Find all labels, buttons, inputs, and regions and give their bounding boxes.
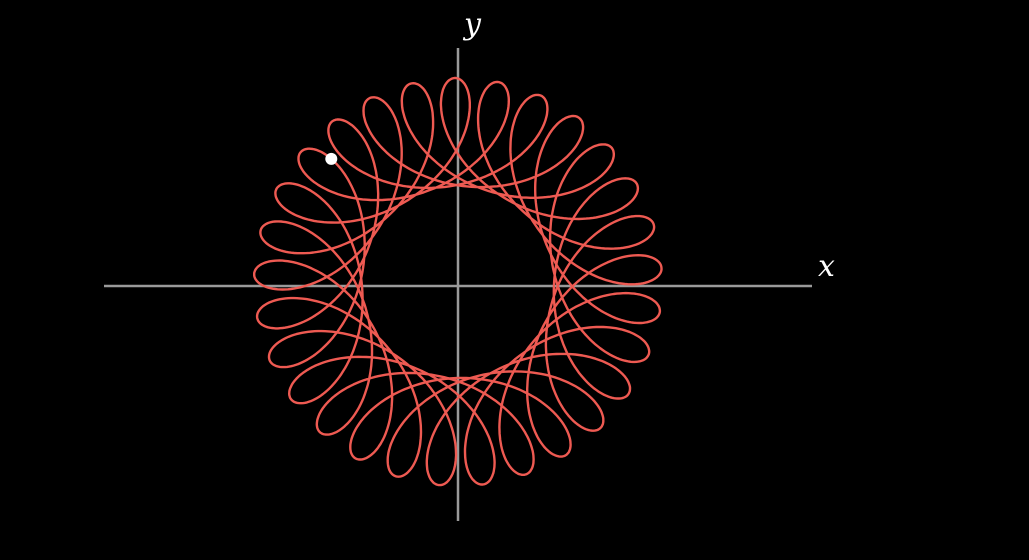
axes	[104, 48, 812, 521]
parametric-curve	[253, 76, 663, 487]
tracer-dot	[325, 152, 338, 165]
y-axis-label: y	[464, 7, 481, 42]
x-axis-label: x	[818, 249, 835, 284]
